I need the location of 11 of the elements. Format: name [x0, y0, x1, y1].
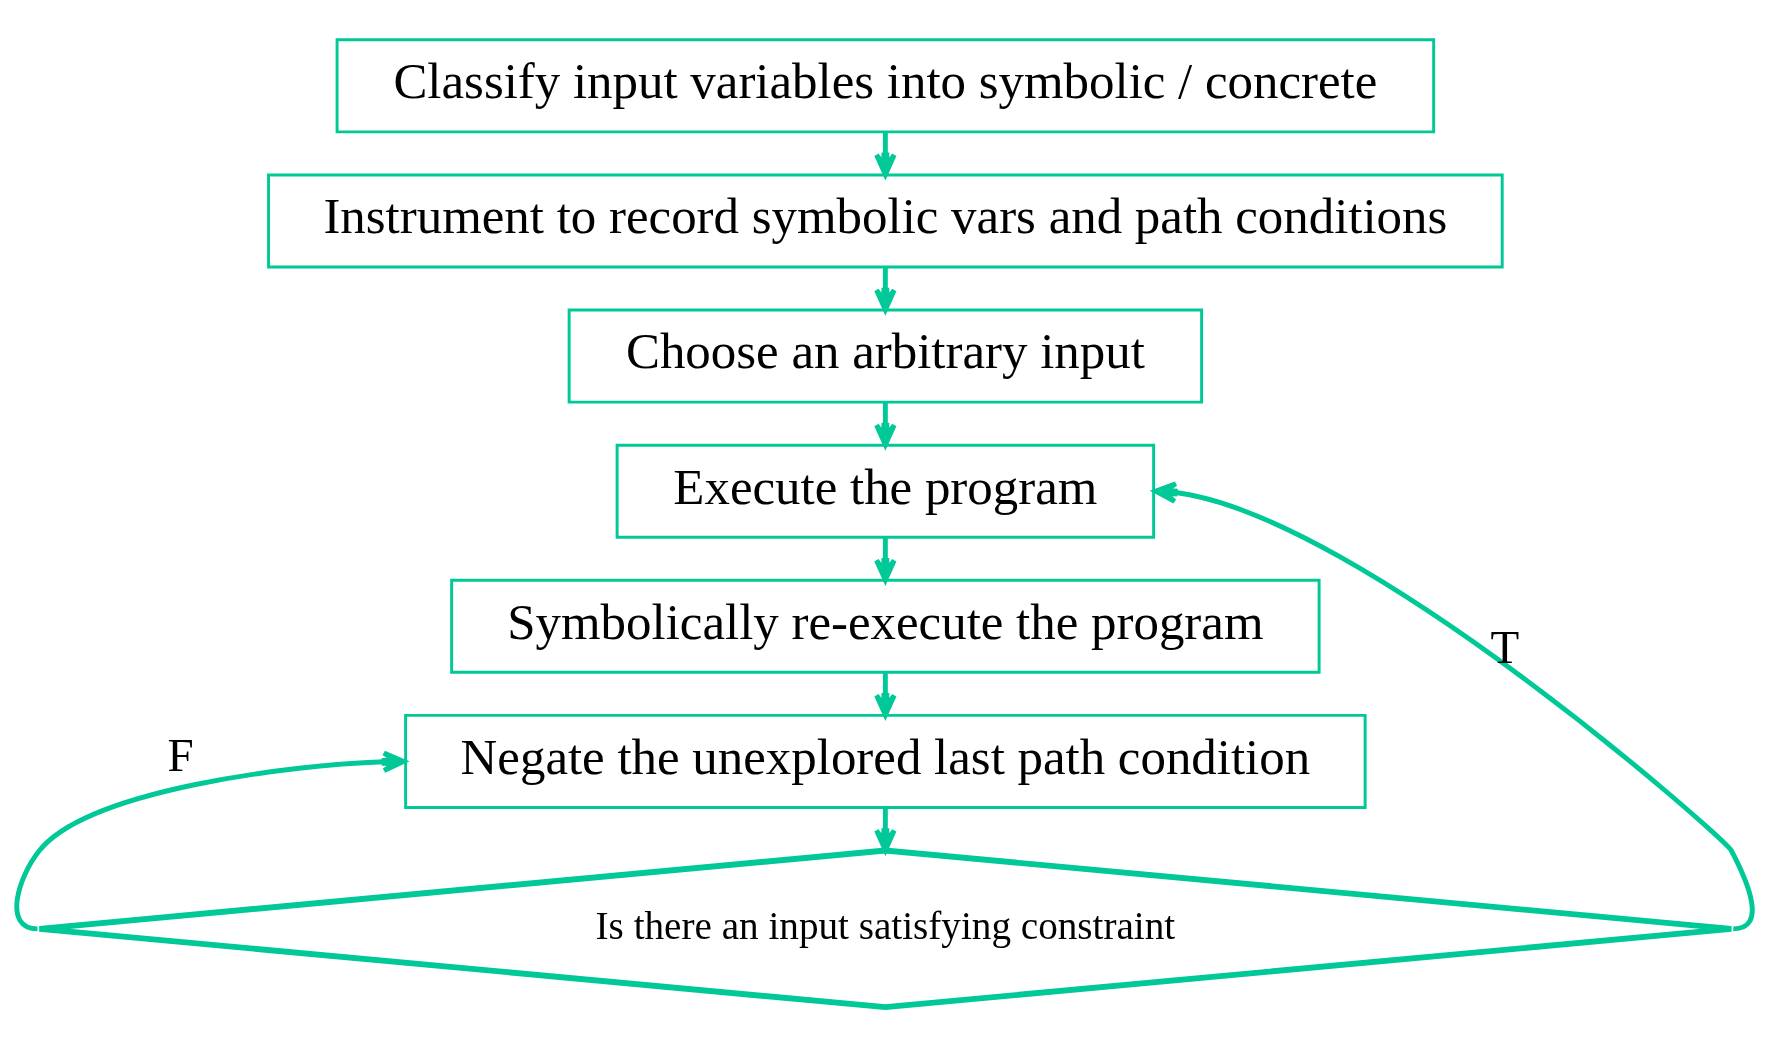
- edge-label: F: [167, 728, 194, 781]
- node-box: Instrument to record symbolic vars and path conditions: [267, 173, 1504, 268]
- node-box: Symbolically re-execute the program: [450, 578, 1321, 674]
- node-box: Classify input variables into symbolic / concrete: [335, 37, 1436, 133]
- edge-label: T: [1490, 620, 1520, 673]
- node-box: Execute the program: [615, 443, 1156, 539]
- node-diamond: Is there an input satisfying constraint: [36, 847, 1735, 1010]
- node-box: Choose an arbitrary input: [567, 308, 1204, 404]
- arrow: [874, 672, 897, 718]
- arrow: [14, 750, 407, 931]
- node-box: Negate the unexplored last path condition: [404, 713, 1367, 809]
